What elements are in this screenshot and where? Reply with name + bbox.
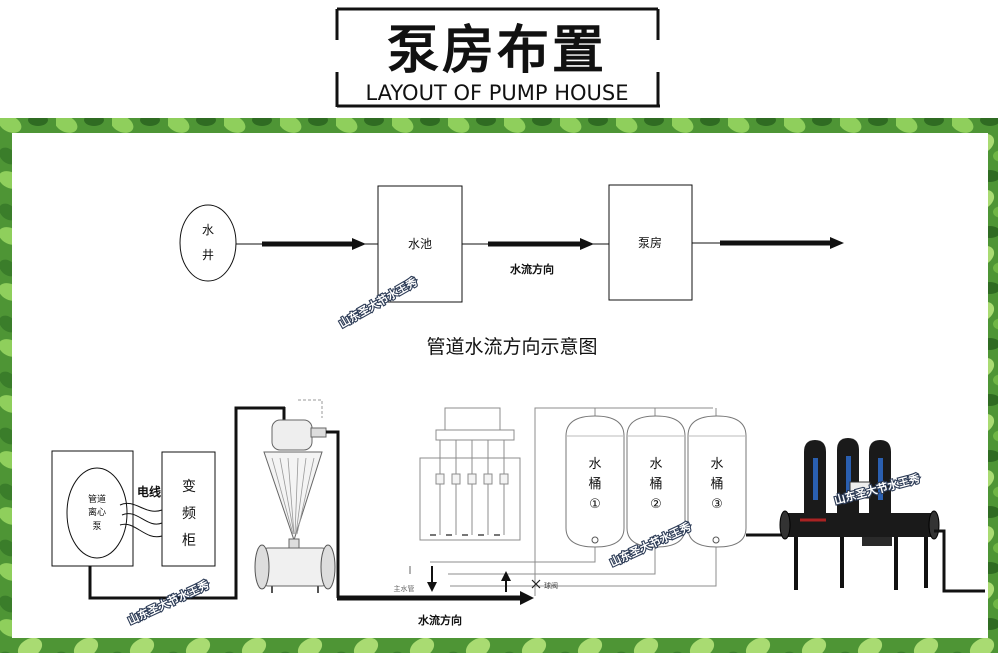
disc-filter-station <box>779 438 940 590</box>
up-arrow <box>501 571 511 592</box>
separator-top-cylinder <box>271 419 313 451</box>
water-well-label-2: 井 <box>202 248 214 262</box>
filter-legs <box>794 535 928 590</box>
wire-2 <box>121 513 163 525</box>
vfd-cabinet: 变 频 柜 <box>161 451 216 567</box>
manifold-pipes <box>439 440 505 535</box>
separator-outlet-pipe <box>326 430 340 598</box>
manifold-header <box>435 429 515 441</box>
tank-2-label-1: 水 <box>649 457 662 472</box>
tank-2-label-3: ② <box>650 497 662 512</box>
vfd-label-1: 变 <box>182 479 196 495</box>
filter-manifold <box>784 513 934 537</box>
tank-3-body <box>687 415 747 548</box>
tank-1-label-1: 水 <box>588 457 601 472</box>
filter-window-1 <box>813 458 818 500</box>
filter-drain-valve <box>862 537 892 546</box>
arrow-head <box>501 571 511 581</box>
separator-outlet-stub <box>310 427 327 438</box>
wire-3 <box>119 523 163 538</box>
separator-legs <box>271 586 319 593</box>
arrow-head <box>580 238 594 250</box>
arrow-head <box>352 238 366 250</box>
equipment-layout: 管道 离心 泵 电线 变 频 柜 <box>51 399 985 627</box>
tank-2-body <box>626 415 686 548</box>
tank-3-label-1: 水 <box>710 457 723 472</box>
flow-direction-label-top: 水流方向 <box>510 262 554 276</box>
flow-arrow-pool-to-pump-house <box>462 238 609 250</box>
vfd-label-3: 柜 <box>182 533 196 549</box>
separator-cone-ribs <box>271 457 315 535</box>
tank-2: 水 桶 ② <box>626 415 686 548</box>
main-flow-arrow <box>337 591 534 605</box>
main-pipe-label: 主水管 <box>394 584 415 593</box>
manifold-valves <box>435 473 509 485</box>
inlet-pipe <box>88 406 285 600</box>
page-title-cn: 泵房布置 <box>387 21 607 81</box>
tank-3-label-2: 桶 <box>710 477 723 492</box>
pool-label: 水池 <box>408 237 432 251</box>
centrifugal-separator <box>254 399 336 593</box>
filter-flange-left <box>779 510 791 540</box>
vfd-box <box>161 451 216 567</box>
title-frame <box>335 7 660 108</box>
flow-schematic: 水 井 水池 水流方向 泵房 管道水流方向示意图 <box>179 184 844 358</box>
schematic-caption: 管道水流方向示意图 <box>426 336 597 358</box>
separator-tank-end-left <box>254 544 270 590</box>
diagram-panel <box>12 133 988 638</box>
water-well-outline <box>179 204 237 282</box>
tank-3: 水 桶 ③ <box>687 415 747 548</box>
flow-direction-label-bottom: 水流方向 <box>418 613 462 627</box>
pump-label-2: 离心 <box>88 506 106 518</box>
ball-valve-label: 球阀 <box>544 581 558 590</box>
separator-tank-end-right <box>320 544 336 590</box>
tank-2-outlet <box>651 536 659 544</box>
separator-cone <box>263 451 323 542</box>
filter-window-2 <box>846 456 851 498</box>
separator-bracket <box>298 399 323 418</box>
electric-wires: 电线 <box>119 484 163 538</box>
tank-1-label-2: 桶 <box>588 477 601 492</box>
separator-sand-tank <box>261 547 329 587</box>
vfd-label-2: 频 <box>182 506 196 522</box>
title-block: 泵房布置 LAYOUT OF PUMP HOUSE <box>335 7 660 108</box>
water-well-label-1: 水 <box>202 223 214 237</box>
page-title-en: LAYOUT OF PUMP HOUSE <box>365 81 628 105</box>
ball-valve-icon <box>531 579 541 589</box>
pump-box <box>51 450 134 567</box>
tank-2-label-2: 桶 <box>649 477 662 492</box>
wire-1 <box>119 502 163 512</box>
pump-label-1: 管道 <box>88 493 106 505</box>
manifold-frame <box>419 457 521 541</box>
water-well-node: 水 井 <box>179 204 237 282</box>
pump-oval <box>66 467 128 559</box>
pump-house-label: 泵房 <box>638 235 662 250</box>
pump-label-3: 泵 <box>92 521 101 532</box>
tank-1-label-3: ① <box>589 497 601 512</box>
filter-controller-box <box>849 481 871 499</box>
valve-manifold <box>419 407 521 541</box>
filter-flange-right <box>928 510 940 540</box>
arrow-head <box>830 237 844 249</box>
tank-1-outlet <box>591 536 599 544</box>
centrifugal-pump: 管道 离心 泵 <box>51 450 134 567</box>
tank-1: 水 桶 ① <box>565 415 625 548</box>
flow-arrow-pump-house-out <box>692 237 844 249</box>
flow-arrow-well-to-pool <box>236 238 378 250</box>
tank-supply-line <box>534 407 717 596</box>
tank-3-outlet <box>712 536 720 544</box>
tank-1-body <box>565 415 625 548</box>
wire-label: 电线 <box>137 484 161 499</box>
down-arrow <box>427 566 437 592</box>
tank-3-label-3: ③ <box>711 497 723 512</box>
filter-outlet-pipe <box>934 529 985 593</box>
filter-window-3 <box>878 458 883 500</box>
arrow-head <box>520 591 534 605</box>
arrow-head <box>427 582 437 592</box>
